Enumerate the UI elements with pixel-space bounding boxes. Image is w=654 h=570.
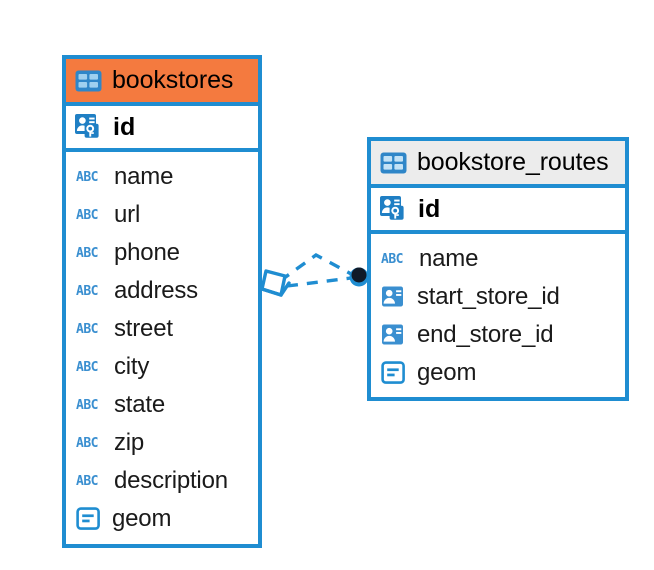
field-label: zip <box>114 429 145 456</box>
crows-foot-marker <box>260 269 291 297</box>
table-icon <box>380 152 407 174</box>
relationship-line-arched <box>279 252 354 283</box>
text-type-icon: ABC <box>76 321 98 337</box>
field-row[interactable]: ABC city <box>66 348 258 386</box>
primary-key-row-bookstore-routes[interactable]: id <box>371 188 625 234</box>
field-label: city <box>114 353 150 380</box>
field-row[interactable]: end_store_id <box>371 316 625 354</box>
field-row[interactable]: ABC address <box>66 272 258 310</box>
text-type-icon: ABC <box>76 169 98 185</box>
primary-key-label: id <box>113 112 136 141</box>
field-row[interactable]: geom <box>371 354 625 392</box>
field-label: street <box>114 315 173 342</box>
entity-bookstores[interactable]: bookstores id ABC <box>62 55 262 548</box>
field-row[interactable]: ABC url <box>66 196 258 234</box>
field-row[interactable]: ABC name <box>371 240 625 278</box>
entity-header-bookstores[interactable]: bookstores <box>66 59 258 106</box>
geometry-type-icon <box>76 507 102 531</box>
field-label: name <box>419 245 479 272</box>
entity-header-bookstore-routes[interactable]: bookstore_routes <box>371 141 625 188</box>
text-type-icon: ABC <box>76 245 98 261</box>
text-type-icon: ABC <box>76 207 98 223</box>
entity-title: bookstore_routes <box>417 148 609 176</box>
text-type-icon: ABC <box>76 435 98 451</box>
table-icon <box>75 70 102 92</box>
field-list-bookstore-routes: ABC name start_store_id <box>371 234 625 399</box>
entity-title: bookstores <box>112 66 234 94</box>
primary-key-icon <box>75 114 103 140</box>
field-label: geom <box>112 505 172 532</box>
field-list-bookstores: ABC name ABC url ABC phone ABC address A… <box>66 152 258 545</box>
field-row[interactable]: ABC state <box>66 386 258 424</box>
entity-bookstore-routes[interactable]: bookstore_routes id ABC <box>367 137 629 401</box>
field-label: end_store_id <box>417 321 554 348</box>
text-type-icon: ABC <box>76 283 98 299</box>
relationship-line-straight <box>286 276 352 288</box>
primary-key-icon <box>380 196 408 222</box>
primary-key-row-bookstores[interactable]: id <box>66 106 258 152</box>
field-label: url <box>114 201 141 228</box>
field-row[interactable]: ABC name <box>66 158 258 196</box>
field-label: address <box>114 277 198 304</box>
field-row[interactable]: ABC zip <box>66 424 258 462</box>
foreign-key-icon <box>381 323 407 347</box>
field-label: phone <box>114 239 180 266</box>
text-type-icon: ABC <box>76 359 98 375</box>
field-row[interactable]: ABC street <box>66 310 258 348</box>
primary-key-label: id <box>418 194 441 223</box>
text-type-icon: ABC <box>381 251 403 267</box>
geometry-type-icon <box>381 361 407 385</box>
field-label: description <box>114 467 228 494</box>
field-row[interactable]: ABC phone <box>66 234 258 272</box>
field-label: start_store_id <box>417 283 560 310</box>
field-label: state <box>114 391 166 418</box>
one-marker-circle <box>349 267 369 287</box>
field-row[interactable]: geom <box>66 500 258 538</box>
field-label: geom <box>417 359 477 386</box>
text-type-icon: ABC <box>76 473 98 489</box>
field-row[interactable]: ABC description <box>66 462 258 500</box>
foreign-key-icon <box>381 285 407 309</box>
text-type-icon: ABC <box>76 397 98 413</box>
field-row[interactable]: start_store_id <box>371 278 625 316</box>
field-label: name <box>114 163 174 190</box>
